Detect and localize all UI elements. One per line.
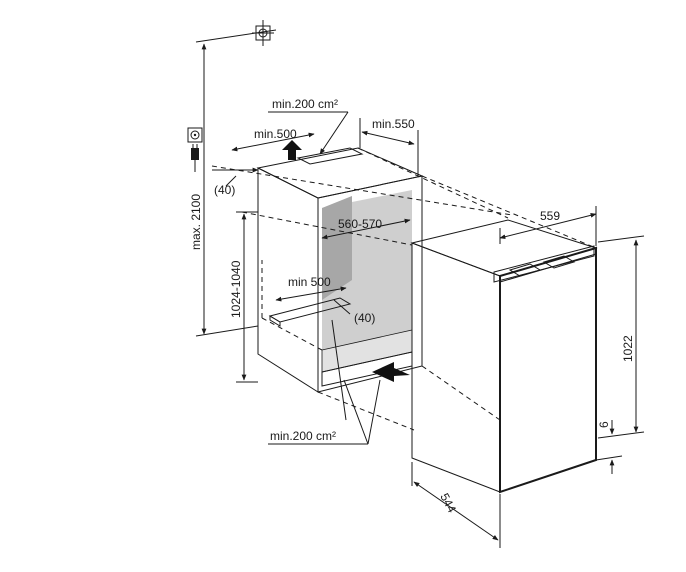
bottom-vent-area: min.200 cm² [268, 319, 381, 445]
top-vent-dimensions: min.200 cm² min.500 min.550 (40) [212, 97, 419, 197]
bottom-offset-label: (40) [354, 311, 375, 325]
plinth-gap-dimension: 6 [595, 420, 623, 474]
water-mains-icon [252, 20, 274, 46]
total-height-label: max. 2100 [189, 194, 203, 250]
niche-height-label: 1024-1040 [229, 260, 243, 318]
appliance-height-label: 1022 [621, 335, 635, 362]
socket-icon [187, 127, 203, 143]
appliance-refrigerator [410, 219, 598, 494]
vent-top-area-label: min.200 cm² [272, 97, 338, 111]
appliance-width-dimension: 559 [499, 206, 597, 246]
top-offset-label: (40) [214, 183, 235, 197]
bottom-vent-dimensions: min 500 (40) [275, 275, 375, 325]
appliance-width-label: 559 [540, 209, 560, 223]
plinth-gap-label: 6 [597, 421, 611, 428]
power-plug-icon [191, 144, 199, 172]
vent-bottom-area-label: min.200 cm² [270, 429, 336, 443]
appliance-depth-label: 544 [437, 491, 459, 516]
vent-bottom-depth-label: min 500 [288, 275, 331, 289]
niche-depth-label: min.550 [372, 117, 415, 131]
niche-width-dimension: 560-570 [321, 217, 411, 240]
appliance-height-dimension: 1022 [597, 235, 645, 439]
niche-cabinet [256, 147, 424, 393]
niche-width-label: 560-570 [338, 217, 382, 231]
total-height-dimension: max. 2100 [189, 29, 277, 337]
niche-height-dimension: 1024-1040 [229, 211, 258, 383]
